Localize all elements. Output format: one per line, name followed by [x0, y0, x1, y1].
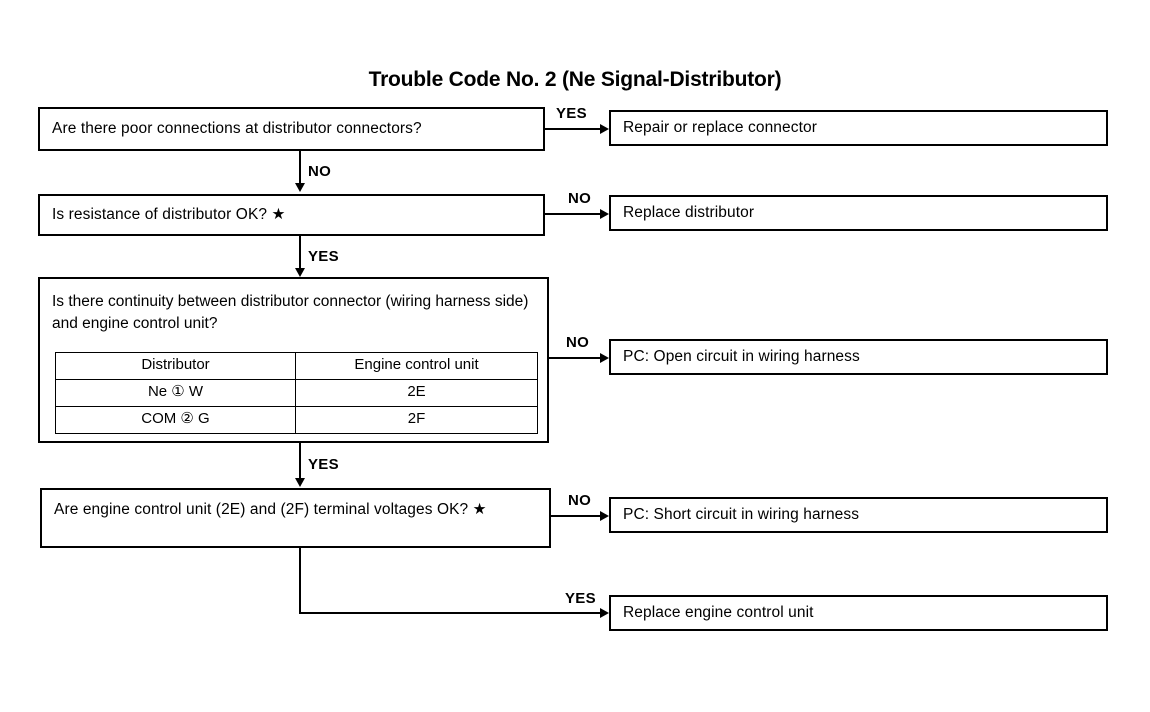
outcome-text: Replace engine control unit — [623, 603, 814, 621]
table-row: COM ② G 2F — [55, 406, 538, 434]
table-row: Ne ① W 2E — [55, 379, 538, 407]
arrowhead-q3-yes — [295, 478, 305, 487]
page-title: Trouble Code No. 2 (Ne Signal-Distributo… — [368, 68, 782, 91]
connector-q4-yes-vertical — [299, 548, 301, 614]
arrowhead-q1-yes — [600, 124, 609, 134]
outcome-box-repair-replace-connector: Repair or replace connector — [609, 110, 1108, 146]
outcome-box-replace-engine-control-unit: Replace engine control unit — [609, 595, 1108, 631]
branch-label-q4-no: NO — [568, 492, 592, 509]
outcome-box-short-circuit: PC: Short circuit in wiring harness — [609, 497, 1108, 533]
connector-q4-no — [551, 515, 601, 517]
connector-q1-yes — [545, 128, 601, 130]
table-cell-distributor: Ne ① W — [55, 379, 296, 407]
connector-q3-no — [549, 357, 601, 359]
branch-label-q3-yes: YES — [308, 456, 339, 473]
connector-q2-yes — [299, 236, 301, 273]
connector-q3-yes — [299, 443, 301, 483]
outcome-text: Replace distributor — [623, 203, 755, 221]
branch-label-q4-yes: YES — [565, 590, 596, 607]
arrowhead-q4-yes — [600, 608, 609, 618]
branch-label-q2-yes: YES — [308, 248, 339, 265]
arrowhead-q2-no — [600, 209, 609, 219]
table-cell-distributor: COM ② G — [55, 406, 296, 434]
table-header-engine-control-unit: Engine control unit — [295, 352, 538, 380]
branch-label-q1-yes: YES — [556, 105, 587, 122]
decision-box-continuity: Is there continuity between distributor … — [38, 277, 549, 443]
outcome-text: Repair or replace connector — [623, 118, 817, 136]
table-cell-terminal: 2E — [295, 379, 538, 407]
continuity-table: Distributor Engine control unit Ne ① W 2… — [55, 352, 538, 434]
outcome-box-open-circuit: PC: Open circuit in wiring harness — [609, 339, 1108, 375]
arrowhead-q2-yes — [295, 268, 305, 277]
connector-q1-no — [299, 151, 301, 187]
table-header-row: Distributor Engine control unit — [55, 352, 538, 380]
outcome-text: PC: Short circuit in wiring harness — [623, 505, 860, 523]
decision-text: Is there continuity between distributor … — [52, 293, 529, 333]
arrowhead-q1-no — [295, 183, 305, 192]
outcome-text: PC: Open circuit in wiring harness — [623, 347, 860, 365]
branch-label-q1-no: NO — [308, 163, 332, 180]
decision-box-poor-connections: Are there poor connections at distributo… — [38, 107, 545, 151]
outcome-box-replace-distributor: Replace distributor — [609, 195, 1108, 231]
decision-text: Are engine control unit (2E) and (2F) te… — [54, 501, 487, 518]
arrowhead-q4-no — [600, 511, 609, 521]
decision-box-terminal-voltages: Are engine control unit (2E) and (2F) te… — [40, 488, 551, 548]
table-header-distributor: Distributor — [55, 352, 296, 380]
connector-q2-no — [545, 213, 601, 215]
arrowhead-q3-no — [600, 353, 609, 363]
branch-label-q2-no: NO — [568, 190, 592, 207]
decision-text: Are there poor connections at distributo… — [52, 119, 422, 137]
table-cell-terminal: 2F — [295, 406, 538, 434]
connector-q4-yes-horizontal — [299, 612, 601, 614]
branch-label-q3-no: NO — [566, 334, 590, 351]
decision-text: Is resistance of distributor OK? ★ — [52, 205, 286, 223]
decision-box-distributor-resistance: Is resistance of distributor OK? ★ — [38, 194, 545, 236]
